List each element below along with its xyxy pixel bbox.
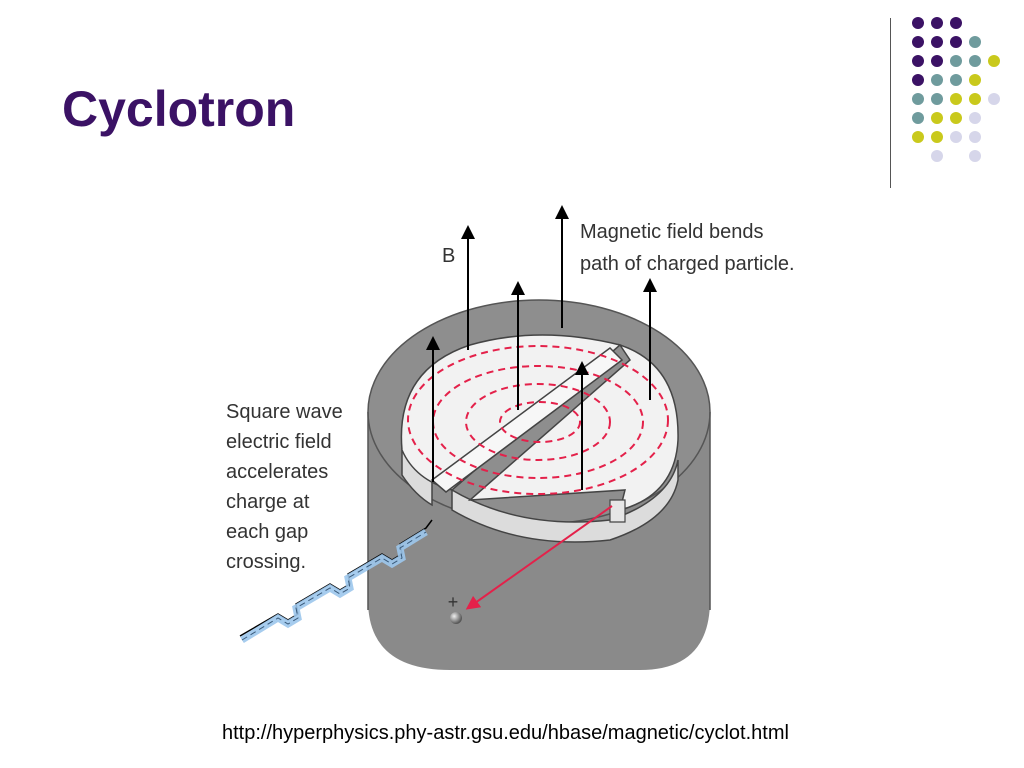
magnetic-field-caption-line1: Magnetic field bends: [580, 221, 763, 243]
particle-orbit: [407, 345, 669, 495]
decor-dot: [969, 112, 981, 124]
decor-dot: [988, 55, 1000, 67]
wave-caption-line: crossing.: [226, 551, 306, 573]
decor-dot: [931, 55, 943, 67]
magnetic-field-caption-line2: path of charged particle.: [580, 253, 795, 275]
wave-caption-line: charge at: [226, 491, 310, 513]
decor-dot: [912, 112, 924, 124]
decor-dot: [931, 112, 943, 124]
decor-dot: [950, 93, 962, 105]
exit-trajectory-arrow: [465, 505, 613, 610]
particle-charge-label: +: [448, 592, 459, 612]
decor-dot: [969, 36, 981, 48]
decorative-dot-grid: [912, 17, 1000, 162]
decor-dot: [988, 93, 1000, 105]
decor-dot: [931, 17, 943, 29]
decor-dot: [912, 131, 924, 143]
decor-dot: [931, 36, 943, 48]
source-url[interactable]: http://hyperphysics.phy-astr.gsu.edu/hba…: [222, 722, 789, 744]
decor-dot: [912, 55, 924, 67]
wave-caption-line: accelerates: [226, 461, 328, 483]
decor-dot: [950, 131, 962, 143]
decor-dot: [931, 74, 943, 86]
wave-caption-line: Square wave: [226, 401, 343, 423]
decor-dot: [969, 150, 981, 162]
decor-dot: [969, 55, 981, 67]
decor-dot: [969, 93, 981, 105]
decor-dot: [969, 74, 981, 86]
wave-caption-line: each gap: [226, 521, 308, 543]
cyclotron-diagram: + B Magnetic field bends path of charged…: [226, 205, 795, 670]
decor-dot: [912, 93, 924, 105]
decor-dot: [912, 74, 924, 86]
decor-dot: [912, 36, 924, 48]
decor-dot: [969, 131, 981, 143]
dee-electrodes: [400, 334, 679, 543]
magnetic-field-arrows: [426, 205, 657, 490]
title-divider: [890, 18, 891, 188]
slide-title: Cyclotron: [62, 81, 296, 137]
wave-caption-line: electric field: [226, 431, 332, 453]
decor-dot: [931, 93, 943, 105]
decor-dot: [950, 17, 962, 29]
decor-dot: [950, 74, 962, 86]
charged-particle: [450, 612, 462, 624]
decor-dot: [950, 36, 962, 48]
square-wave-signal: [239, 519, 433, 643]
magnetic-field-symbol: B: [442, 245, 455, 267]
decor-dot: [950, 55, 962, 67]
decor-dot: [931, 131, 943, 143]
decor-dot: [950, 112, 962, 124]
decor-dot: [931, 150, 943, 162]
decor-dot: [912, 17, 924, 29]
